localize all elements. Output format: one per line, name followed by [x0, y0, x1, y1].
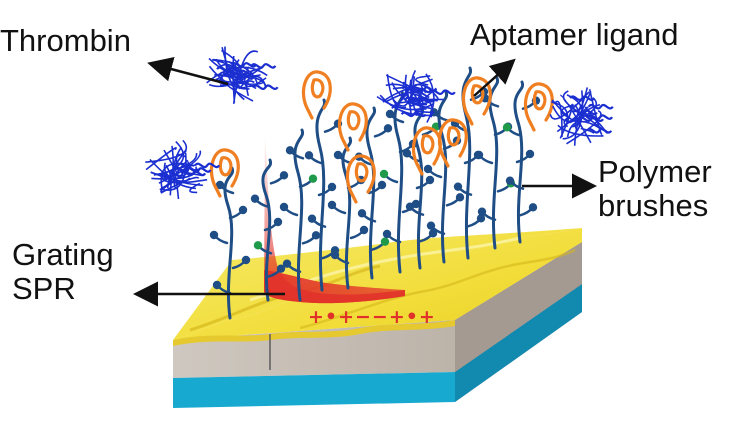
grating-label-line2: SPR [12, 272, 114, 306]
polymer-label-line2: brushes [598, 189, 712, 223]
aptamer [339, 104, 366, 150]
thrombin-protein [207, 47, 278, 104]
thrombin-label: Thrombin [0, 24, 131, 58]
thrombin-protein [550, 87, 613, 145]
surface-charges: +•+−−+•+ [308, 306, 436, 328]
aptamer-ligand-label: Aptamer ligand [470, 18, 679, 52]
grating-label-line1: Grating [12, 238, 114, 272]
grating-spr-label: Grating SPR [12, 238, 114, 306]
aptamer [303, 72, 330, 118]
thrombin-protein-icon [145, 47, 613, 200]
thrombin-protein [145, 140, 219, 199]
polymer-label-line1: Polymer [598, 155, 712, 189]
polymer-brushes-label: Polymer brushes [598, 155, 712, 223]
